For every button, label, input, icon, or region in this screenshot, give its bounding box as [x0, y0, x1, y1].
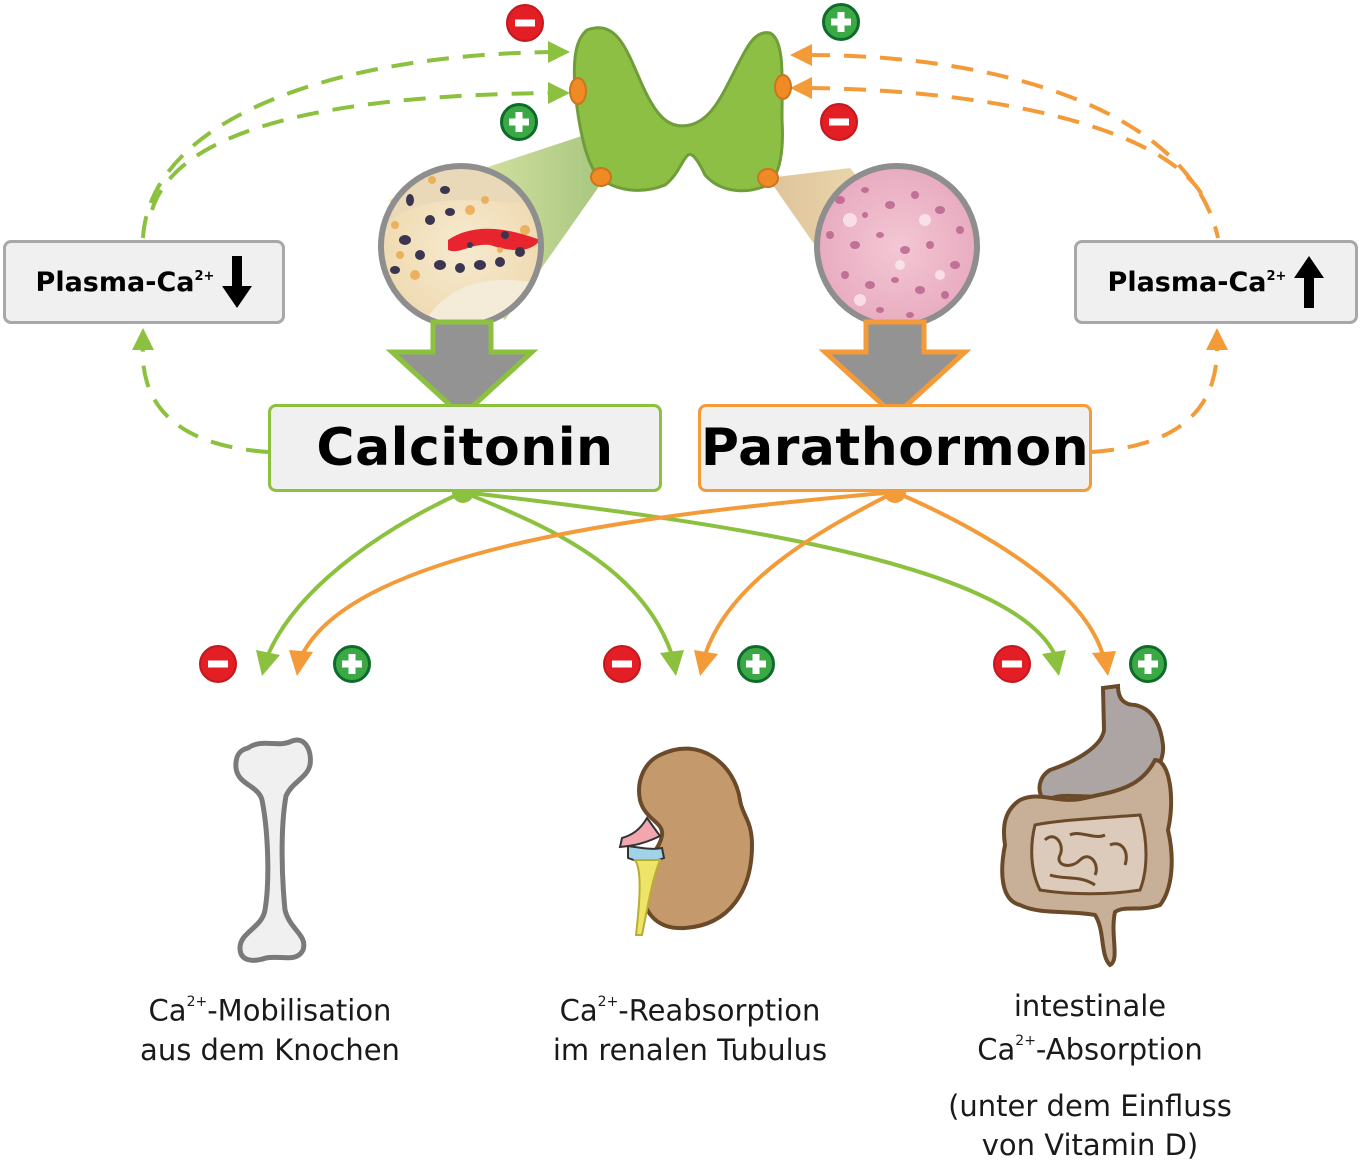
bone-process-text: -Mobilisation — [207, 993, 392, 1028]
bone-stimulate-badge — [333, 645, 371, 683]
intestine-stimulate-badge — [1129, 645, 1167, 683]
feedback-right-inhibit-badge — [820, 103, 858, 141]
parathyroid-glands — [569, 74, 792, 188]
bone-effect-label: Ca2+-Mobilisation aus dem Knochen — [110, 987, 430, 1070]
kidney-effect-line1: Ca2+-Reabsorption — [520, 987, 860, 1031]
calcitonin-label: Calcitonin — [316, 418, 614, 478]
parathormon-box: Parathormon — [698, 404, 1092, 492]
bone-ca-text: Ca — [148, 993, 187, 1028]
kidney-effect-label: Ca2+-Reabsorption im renalen Tubulus — [520, 987, 860, 1070]
arrowhead-parathormon-bone — [289, 650, 313, 676]
kidney-icon — [618, 746, 755, 936]
feedback-loop-left — [140, 50, 553, 454]
intestine-ca-text: Ca — [977, 1032, 1016, 1067]
intestine-effect-label: intestinale Ca2+-Absorption (unter dem E… — [920, 987, 1260, 1165]
secretion-arrow-calcitonin — [385, 319, 539, 420]
kidney-process-text: -Reabsorption — [618, 993, 821, 1028]
plasma-ca-low-charge: 2+ — [194, 268, 215, 284]
arrow-up-icon — [1294, 256, 1325, 308]
histology-image-calcitonin — [378, 163, 544, 329]
histology-image-parathormon — [814, 163, 980, 329]
intestine-icon — [1000, 683, 1174, 968]
kidney-stimulate-badge — [737, 645, 775, 683]
intestine-ca-charge: 2+ — [1015, 1033, 1036, 1049]
parathormon-effect-arrows — [300, 490, 1105, 656]
secretion-arrow-parathormon — [818, 319, 972, 420]
arrowhead-calcitonin-bone — [256, 650, 280, 676]
parathormon-label: Parathormon — [700, 418, 1090, 478]
feedback-arrowheads-left — [132, 41, 570, 350]
plasma-ca-high-charge: 2+ — [1266, 268, 1287, 284]
bone-inhibit-badge — [199, 645, 237, 683]
intestine-effect-line0: intestinale — [1013, 989, 1167, 1023]
arrow-down-icon — [222, 256, 253, 308]
feedback-left-inhibit-badge — [506, 4, 544, 42]
intestine-effect-line1: Ca2+-Absorption — [920, 1026, 1260, 1070]
thyroid-gland — [572, 26, 784, 193]
kidney-ca-text: Ca — [559, 993, 598, 1028]
plasma-ca-low-label: Plasma-Ca — [35, 266, 195, 298]
kidney-effect-line2: im renalen Tubulus — [552, 1032, 828, 1067]
bone-icon — [233, 737, 313, 963]
kidney-ca-charge: 2+ — [597, 994, 619, 1010]
arrowhead-calcitonin-intestine — [1042, 650, 1066, 676]
arrowhead-parathormon-intestine — [1092, 651, 1116, 676]
bone-ca-charge: 2+ — [186, 994, 208, 1010]
intestine-inhibit-badge — [993, 645, 1031, 683]
feedback-loop-right — [807, 53, 1220, 454]
calcitonin-box: Calcitonin — [268, 404, 662, 492]
intestine-note-line1: (unter dem Einfluss — [948, 1088, 1232, 1123]
feedback-left-stimulate-badge — [500, 103, 538, 141]
plasma-ca-high-label: Plasma-Ca — [1107, 266, 1267, 298]
arrowhead-parathormon-kidney — [694, 650, 718, 676]
bone-effect-line1: Ca2+-Mobilisation — [110, 987, 430, 1031]
bone-effect-line2: aus dem Knochen — [140, 1032, 400, 1067]
intestine-process-text: -Absorption — [1035, 1032, 1203, 1067]
kidney-inhibit-badge — [603, 645, 641, 683]
feedback-right-stimulate-badge — [822, 3, 860, 41]
intestine-note-line2: von Vitamin D) — [981, 1127, 1199, 1162]
arrowhead-calcitonin-kidney — [660, 650, 684, 676]
feedback-arrowheads-right — [790, 44, 1228, 350]
calcitonin-effect-arrows — [266, 490, 1057, 656]
